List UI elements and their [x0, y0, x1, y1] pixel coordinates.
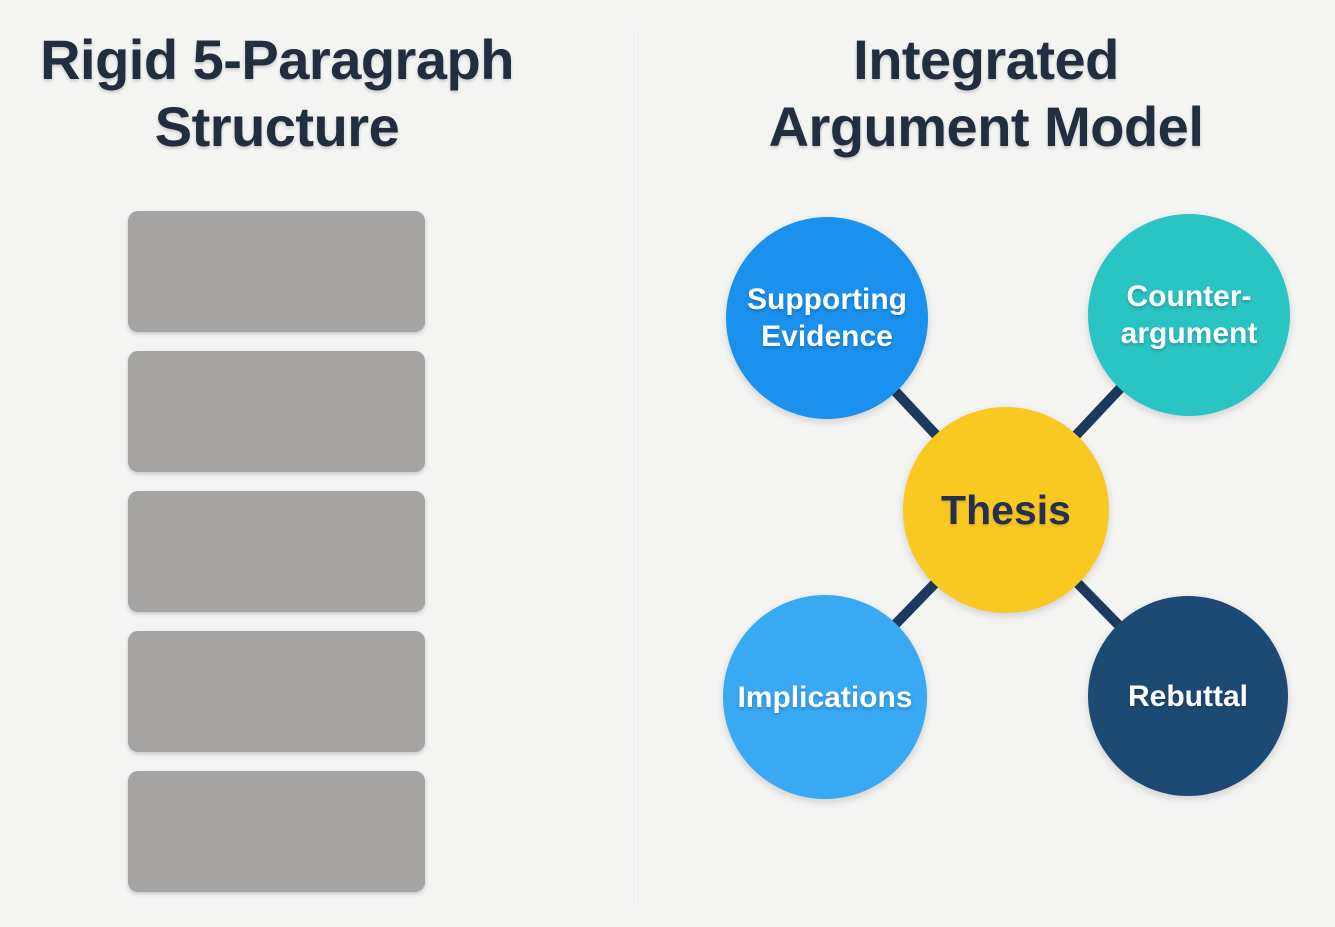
right-title-line1: Integrated: [853, 28, 1119, 91]
paragraph-block: [128, 771, 425, 892]
node-rebuttal: Rebuttal: [1088, 596, 1288, 796]
node-implications-line1: Implications: [737, 680, 913, 714]
node-counter-argument-line2: argument: [1120, 317, 1258, 350]
node-thesis: Thesis: [903, 407, 1109, 613]
left-title-line1: Rigid 5-Paragraph: [40, 28, 514, 91]
left-title-line2: Structure: [154, 95, 400, 158]
right-title-line2: Argument Model: [768, 95, 1204, 158]
node-counter-argument: Counter- argument: [1088, 214, 1290, 416]
node-rebuttal-line1: Rebuttal: [1128, 679, 1248, 713]
paragraph-blocks: [128, 211, 425, 911]
node-implications: Implications: [723, 595, 927, 799]
node-supporting-evidence-line1: Supporting: [747, 283, 907, 316]
node-thesis-label: Thesis: [941, 486, 1071, 533]
node-supporting-evidence-line2: Evidence: [761, 320, 893, 353]
node-counter-argument-line1: Counter-: [1126, 280, 1252, 313]
paragraph-block: [128, 211, 425, 332]
right-panel-title: Integrated Argument Model: [666, 0, 1306, 160]
node-supporting-evidence: Supporting Evidence: [726, 217, 928, 419]
left-panel: Rigid 5-Paragraph Structure: [0, 0, 637, 927]
paragraph-block: [128, 491, 425, 612]
paragraph-block: [128, 631, 425, 752]
left-panel-title: Rigid 5-Paragraph Structure: [27, 0, 527, 160]
paragraph-block: [128, 351, 425, 472]
right-panel: Integrated Argument Model Supporting Evi…: [637, 0, 1335, 927]
panel-divider: [634, 28, 638, 902]
